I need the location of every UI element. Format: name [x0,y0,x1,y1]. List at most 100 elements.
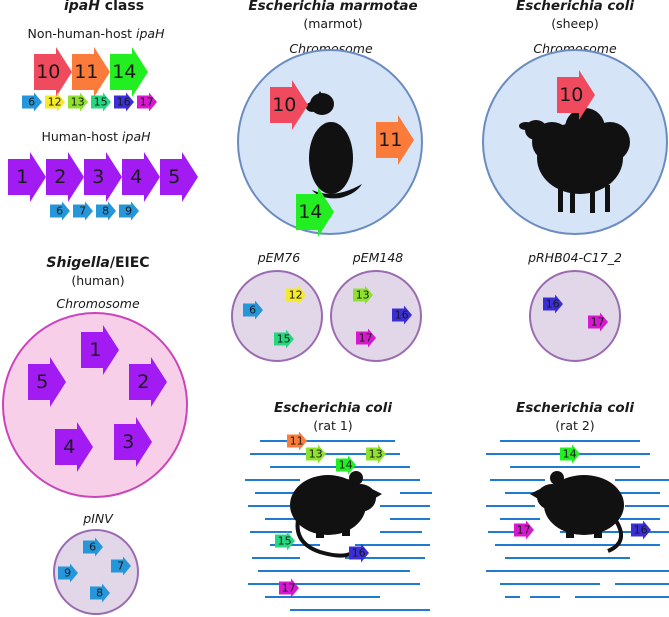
gene-arrow-shape [376,115,414,165]
gene-arrow-shape [110,47,148,97]
gene-arrow: 14 [560,444,580,464]
gene-arrow-label: 10 [272,94,296,116]
gene-arrow-label: 9 [125,205,132,218]
pem148-label: pEM148 [352,250,404,265]
gene-arrow: 17 [514,520,534,540]
gene-arrow: 16 [543,294,563,314]
gene-arrow: 11 [72,47,110,97]
gene-arrow-shape [279,578,299,598]
gene-arrow-shape [50,201,70,221]
gene-arrow-label: 6 [28,96,35,109]
gene-arrow-label: 16 [634,524,648,537]
gene-arrow-label: 6 [56,205,63,218]
gene-arrow-shape [119,201,139,221]
gene-arrow-shape [270,80,308,130]
gene-arrow: 15 [91,92,111,112]
gene-arrow-label: 8 [96,587,103,600]
gene-arrow-shape [336,455,356,475]
gene-arrow: 2 [46,152,84,202]
gene-arrow-shape [275,531,295,551]
gene-arrow-label: 13 [356,289,370,302]
gene-arrow-shape [631,520,651,540]
gene-arrow-shape [73,201,93,221]
gene-arrow-label: 15 [277,333,291,346]
gene-arrow-shape [349,543,369,563]
prhb04-plasmid [529,270,621,362]
legend-title: ipaH class [64,0,144,14]
marmot-chromosome-genes: 10 11 14 [270,80,414,237]
gene-arrow: 14 [296,187,334,237]
sheep-species: Escherichia coli [516,0,634,14]
sheep-host: (sheep) [551,16,599,31]
gene-arrow: 8 [96,201,116,221]
sheep-silhouette [519,108,630,213]
gene-arrow-label: 12 [48,96,62,109]
gene-arrow-label: 10 [559,84,583,106]
rat1-host: (rat 1) [313,418,352,433]
gene-arrow: 6 [83,537,103,557]
gene-arrow: 17 [356,328,376,348]
gene-arrow: 10 [270,80,308,130]
prhb04-label: pRHB04-C17_2 [527,250,622,265]
gene-arrow: 13 [353,285,373,305]
gene-arrow-shape [392,305,412,325]
gene-arrow: 13 [366,444,386,464]
gene-arrow-label: 14 [298,201,322,223]
gene-arrow: 7 [111,556,131,576]
gene-arrow: 7 [73,201,93,221]
gene-arrow: 2 [129,357,167,407]
gene-arrow-label: 14 [339,459,353,472]
gene-arrow-shape [588,312,608,332]
gene-arrow-shape [58,563,78,583]
gene-arrow-label: 11 [378,129,402,151]
gene-arrow-shape [514,520,534,540]
gene-arrow: 1 [8,152,46,202]
gene-arrow-label: 2 [137,371,149,393]
pem76-label: pEM76 [257,250,301,265]
shigella-title: Shigella/EIEC [46,255,149,271]
gene-arrow: 6 [243,300,263,320]
gene-arrow-shape [286,285,306,305]
pinv-plasmid [53,529,139,615]
gene-arrow: 3 [84,152,122,202]
gene-arrow-label: 11 [290,435,304,448]
rat2-genes: 14 17 16 [514,444,651,540]
gene-arrow-label: 1 [16,166,28,188]
gene-arrow-label: 10 [36,61,60,83]
rat2-silhouette [530,471,624,553]
gene-arrow: 14 [110,47,148,97]
gene-arrow: 15 [275,531,295,551]
gene-arrow-shape [84,152,122,202]
gene-arrow-shape [55,422,93,472]
gene-arrow: 9 [58,563,78,583]
rat2-reads [486,440,669,598]
gene-arrow-shape [34,47,72,97]
gene-arrow: 6 [50,201,70,221]
gene-arrow-shape [72,47,110,97]
gene-arrow: 11 [376,115,414,165]
gene-arrow: 12 [45,92,65,112]
gene-arrow: 6 [22,92,42,112]
gene-arrow: 15 [274,329,294,349]
gene-arrow-label: 5 [168,166,180,188]
gene-arrow: 10 [557,70,595,120]
gene-arrow: 17 [588,312,608,332]
gene-arrow: 17 [279,578,299,598]
gene-arrow-shape [543,294,563,314]
gene-arrow: 5 [160,152,198,202]
gene-arrow: 13 [306,444,326,464]
gene-arrow-shape [366,444,386,464]
gene-arrow-label: 5 [36,371,48,393]
gene-arrow-label: 13 [369,448,383,461]
gene-arrow-shape [122,152,160,202]
gene-arrow-label: 17 [359,332,373,345]
gene-arrow-label: 3 [122,431,134,453]
gene-arrow: 5 [28,357,66,407]
gene-arrow-shape [83,537,103,557]
gene-arrow-label: 15 [278,535,292,548]
